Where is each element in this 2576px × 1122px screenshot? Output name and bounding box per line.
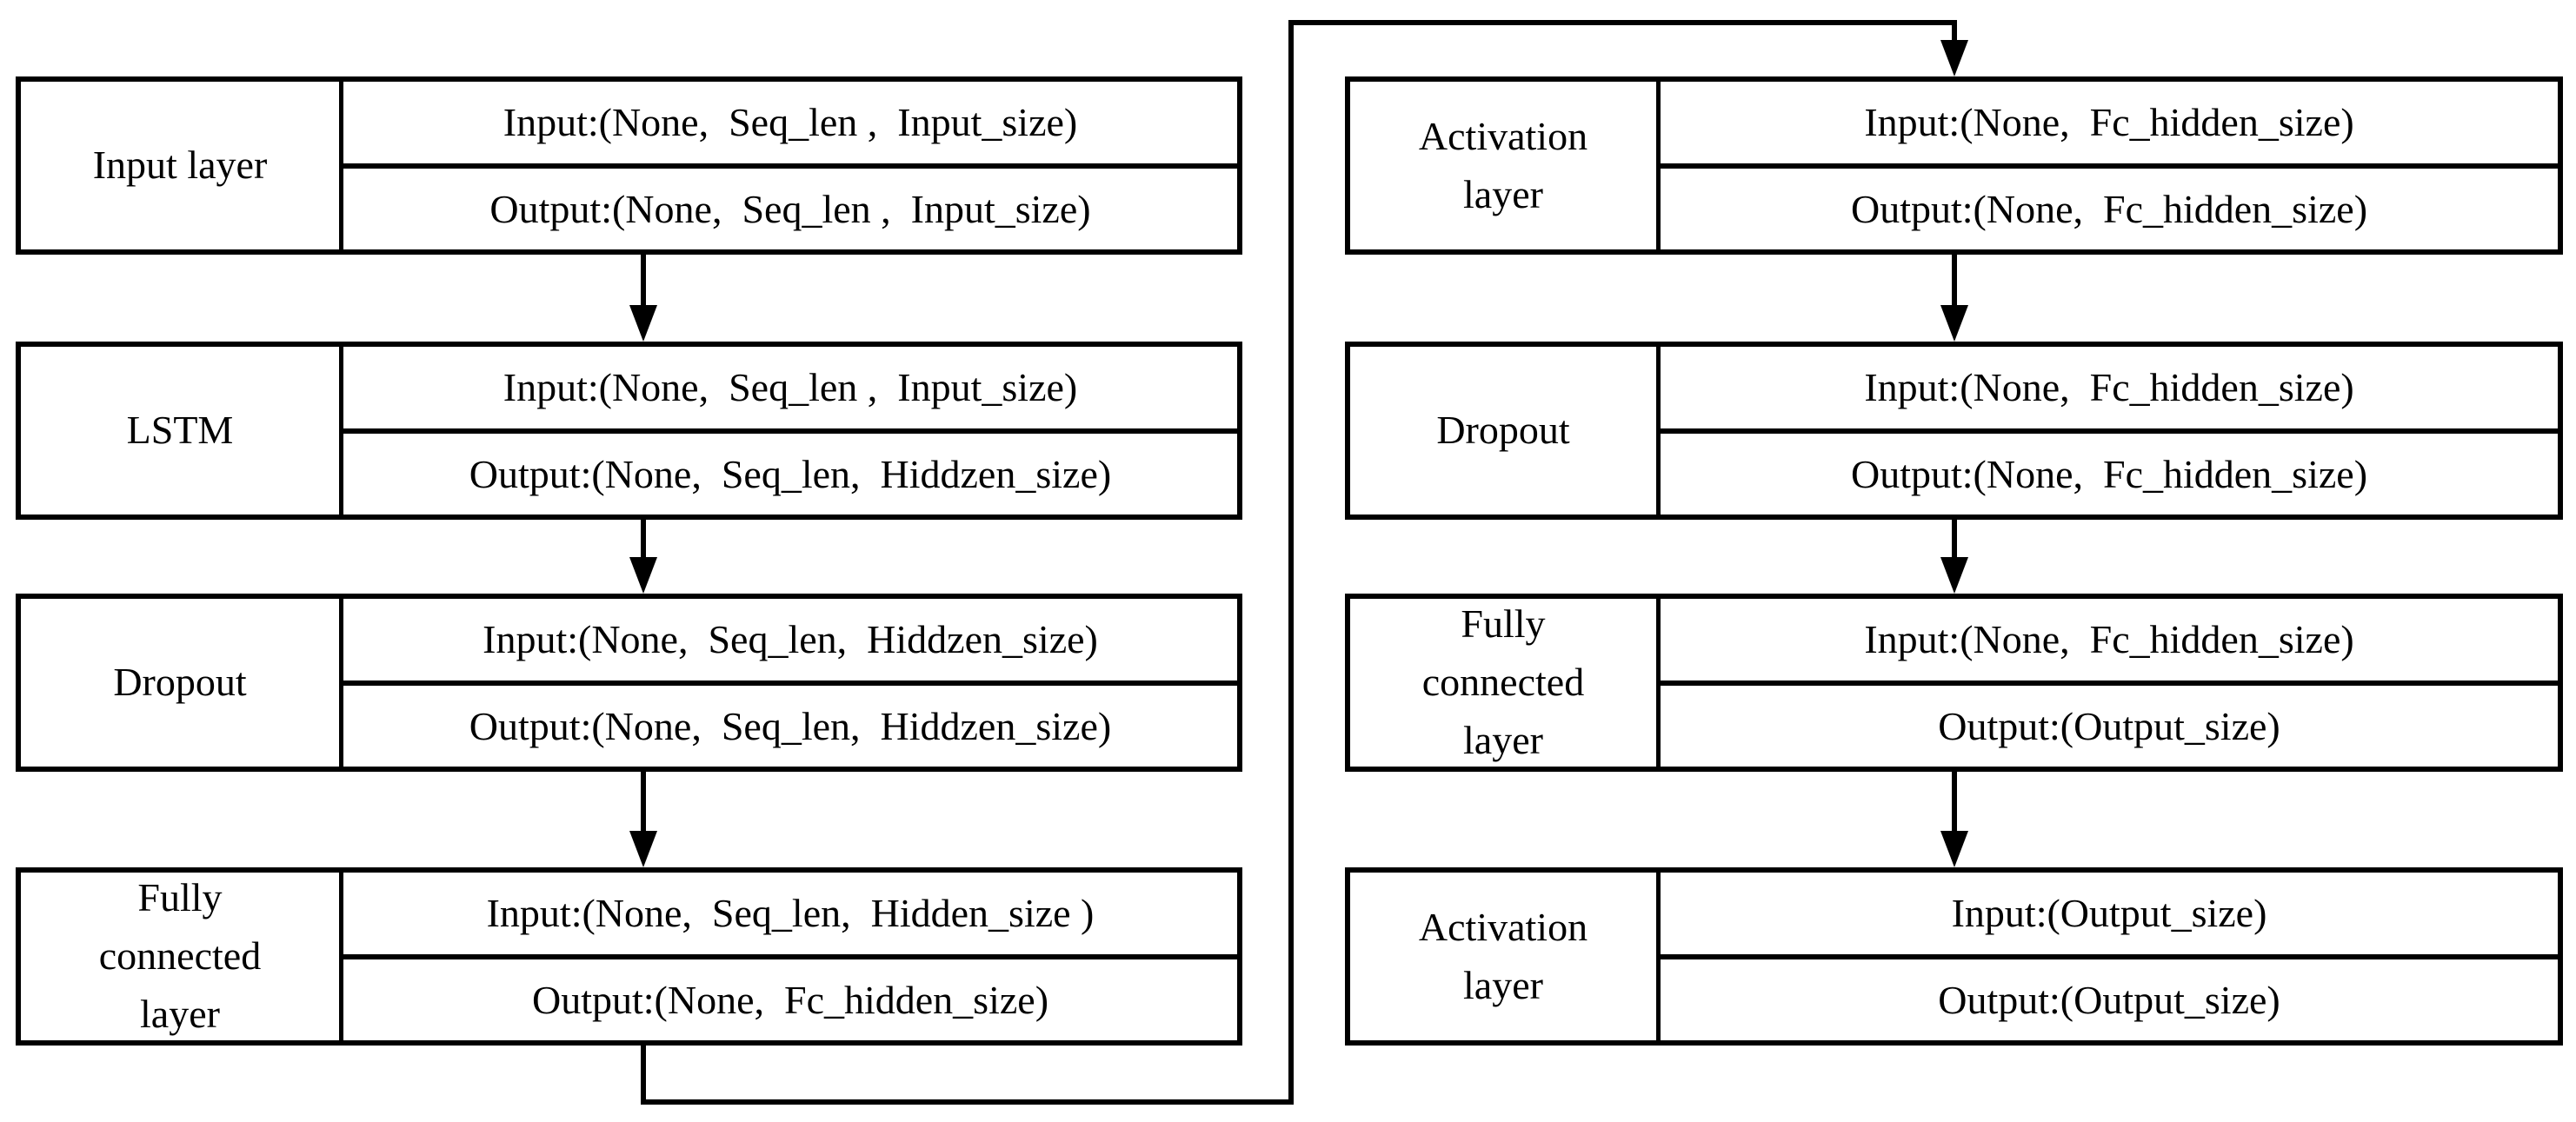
output-shape: Output:(None, Seq_len, Hiddzen_size)	[469, 451, 1112, 496]
arrow-dropout-to-fully-connected	[629, 772, 657, 867]
arrow-lstm-to-dropout	[629, 520, 657, 594]
block-activation-2: Activation layer Input:(Output_size) Out…	[1345, 867, 2563, 1046]
input-shape: Input:(None, Seq_len, Hidden_size )	[343, 873, 1237, 959]
block-dropout-1: Dropout Input:(None, Seq_len, Hiddzen_si…	[16, 594, 1242, 772]
block-fully-connected-2: Fully connected layer Input:(None, Fc_hi…	[1345, 594, 2563, 772]
output-shape: Output:(None, Seq_len , Input_size)	[489, 186, 1091, 231]
output-shape: Output:(Output_size)	[1938, 703, 2280, 748]
output-shape: Output:(Output_size)	[1938, 977, 2280, 1022]
layer-name: Dropout	[21, 599, 343, 767]
layer-name: Activation layer	[1350, 873, 1661, 1040]
output-shape: Output:(None, Fc_hidden_size)	[1850, 186, 2368, 231]
input-shape: Input:(None, Fc_hidden_size)	[1661, 347, 2558, 434]
input-shape: Input:(None, Fc_hidden_size)	[1661, 82, 2558, 169]
output-shape: Output:(None, Fc_hidden_size)	[1850, 451, 2368, 496]
layer-name: LSTM	[21, 347, 343, 515]
input-shape: Input:(None, Seq_len, Hiddzen_size)	[343, 599, 1237, 686]
arrow-fully-connected-to-activation-2	[1940, 772, 1968, 867]
layer-name: Activation layer	[1350, 82, 1661, 249]
layer-name: Dropout	[1350, 347, 1661, 515]
block-lstm: LSTM Input:(None, Seq_len , Input_size) …	[16, 342, 1242, 520]
input-shape: Input:(Output_size)	[1661, 873, 2558, 959]
block-activation-1: Activation layer Input:(None, Fc_hidden_…	[1345, 76, 2563, 255]
block-fully-connected-1: Fully connected layer Input:(None, Seq_l…	[16, 867, 1242, 1046]
arrow-input-to-lstm	[629, 255, 657, 342]
arrow-activation-to-dropout	[1940, 255, 1968, 342]
input-shape: Input:(None, Seq_len , Input_size)	[343, 347, 1237, 434]
block-input-layer: Input layer Input:(None, Seq_len , Input…	[16, 76, 1242, 255]
output-shape: Output:(None, Fc_hidden_size)	[531, 977, 1049, 1022]
block-dropout-2: Dropout Input:(None, Fc_hidden_size) Out…	[1345, 342, 2563, 520]
input-shape: Input:(None, Fc_hidden_size)	[1661, 599, 2558, 686]
layer-name: Fully connected layer	[21, 873, 343, 1040]
input-shape: Input:(None, Seq_len , Input_size)	[343, 82, 1237, 169]
layer-name: Input layer	[21, 82, 343, 249]
layer-name: Fully connected layer	[1350, 599, 1661, 767]
arrow-dropout-to-fully-connected-2	[1940, 520, 1968, 594]
output-shape: Output:(None, Seq_len, Hiddzen_size)	[469, 703, 1112, 748]
